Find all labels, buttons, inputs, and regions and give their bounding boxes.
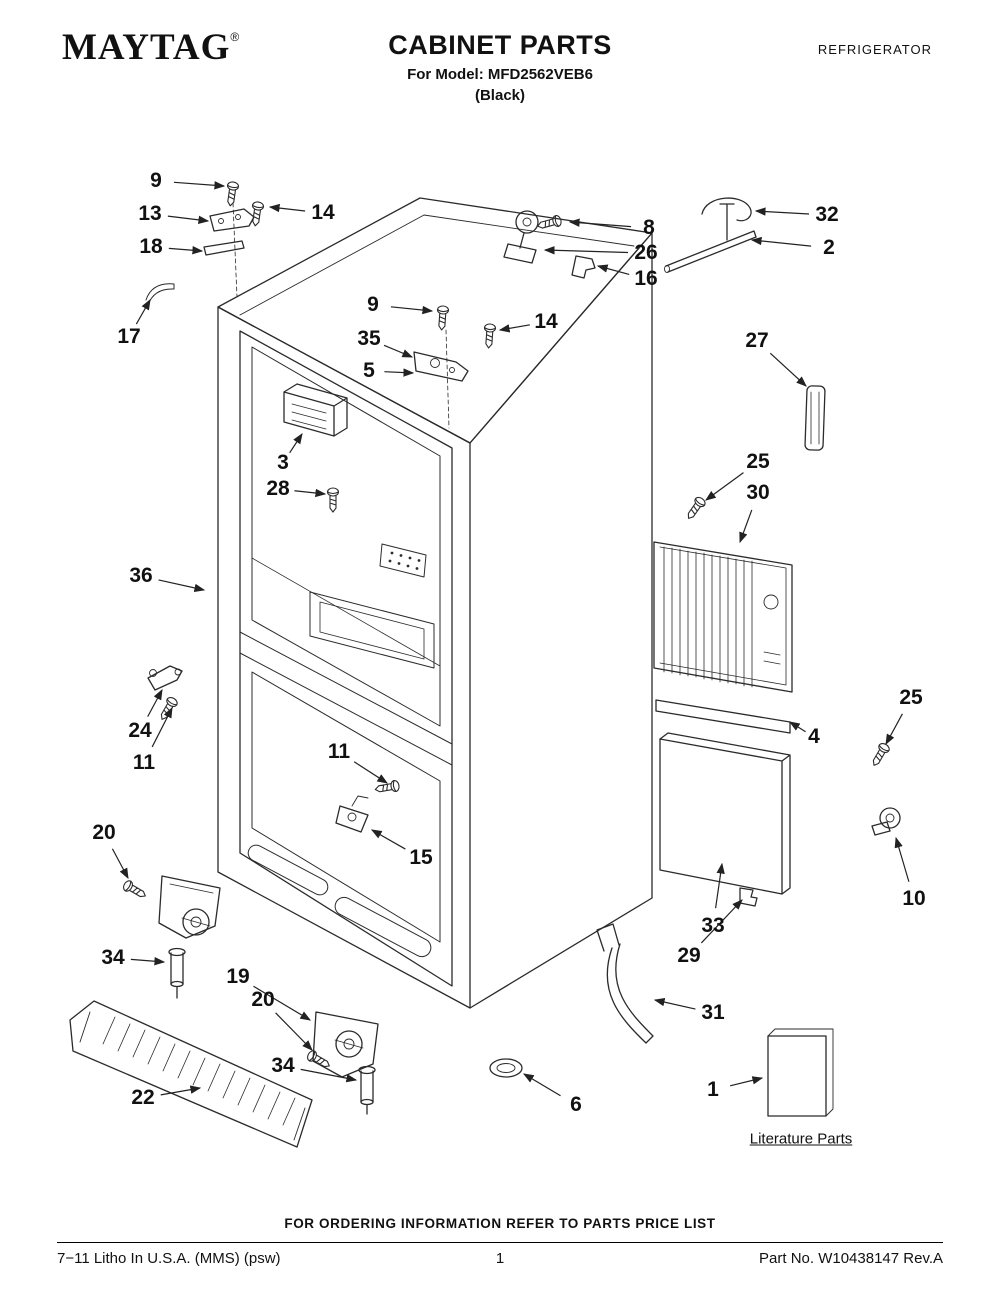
- part-air-tower: [283, 383, 348, 437]
- part-water-tube: [145, 283, 175, 306]
- footer-row: 7−11 Litho In U.S.A. (MMS) (psw) 1 Part …: [57, 1250, 943, 1267]
- footer-rule: [57, 1242, 943, 1243]
- color-line: (Black): [474, 87, 526, 104]
- part-rear-panel: [659, 732, 791, 907]
- page-number: 1: [495, 1250, 505, 1267]
- part-literature: [767, 1028, 834, 1117]
- title-block: CABINET PARTS For Model: MFD2562VEB6 (Bl…: [0, 30, 1000, 104]
- part-number: Part No. W10438147 Rev.A: [759, 1250, 943, 1267]
- part-roller-front: [158, 875, 221, 939]
- part-cabinet: [217, 197, 653, 1009]
- literature-parts-label: Literature Parts: [749, 1130, 853, 1148]
- part-top-left-hinge: [203, 208, 255, 256]
- maytag-logo: MAYTAG®: [62, 26, 240, 69]
- part-base-grille: [69, 1000, 313, 1148]
- part-condenser-grille: [653, 541, 793, 693]
- part-drain-hose: [596, 923, 654, 1044]
- part-top-hinge-cam: [503, 210, 596, 279]
- part-fill-tube: [664, 197, 757, 273]
- part-clamp: [871, 807, 901, 836]
- brand-text: MAYTAG: [62, 27, 231, 68]
- part-side-trim: [804, 385, 826, 451]
- litho-info: 7−11 Litho In U.S.A. (MMS) (psw): [57, 1250, 281, 1267]
- part-brake-arm: [147, 665, 183, 691]
- part-leveling-leg-front: [168, 947, 186, 999]
- page-title: CABINET PARTS: [388, 30, 612, 60]
- part-vent-grid: [379, 543, 427, 578]
- registered-mark: ®: [230, 30, 241, 44]
- ordering-note: FOR ORDERING INFORMATION REFER TO PARTS …: [284, 1216, 716, 1231]
- part-freezer-bracket: [335, 795, 369, 833]
- callout-arrows: [111, 181, 910, 1097]
- part-center-hinge: [413, 351, 469, 382]
- part-roller-rear: [312, 1011, 379, 1078]
- model-line: For Model: MFD2562VEB6: [407, 66, 593, 83]
- part-grille-strip: [655, 699, 791, 734]
- category-label: REFRIGERATOR: [817, 42, 932, 57]
- part-grommet: [489, 1058, 523, 1078]
- part-leveling-leg-rear: [358, 1065, 376, 1115]
